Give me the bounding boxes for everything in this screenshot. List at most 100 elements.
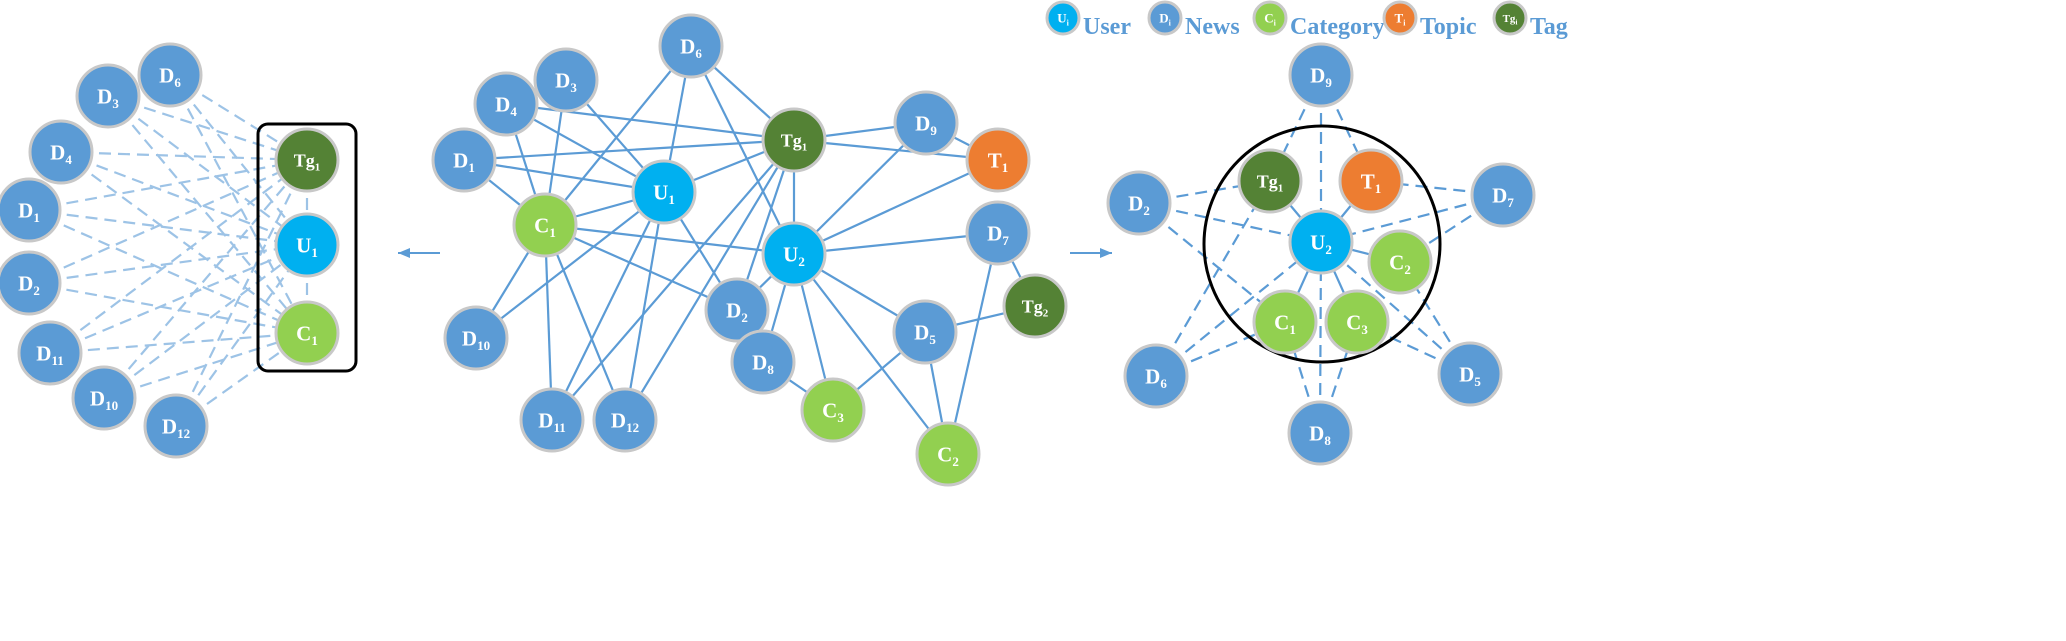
node-center-d3: D3 xyxy=(533,47,599,113)
node-center-c3: C3 xyxy=(800,377,866,443)
edge-c1-d12 xyxy=(543,224,627,421)
legend-swatch-tag: Tgi xyxy=(1492,0,1528,36)
nodes-layer: D6D3D4D1D2D11D10D12Tg1U1C1D6D3D4D1C1U1Tg… xyxy=(0,13,1536,487)
node-center-c3-label: C3 xyxy=(822,398,844,425)
node-center-d10: D10 xyxy=(443,305,509,371)
focus-circle xyxy=(1202,124,1442,364)
edge-d3-c1 xyxy=(107,95,308,334)
legend-label-user: User xyxy=(1083,14,1131,40)
frames-layer xyxy=(256,122,1442,373)
node-right-c3: C3 xyxy=(1324,289,1390,355)
node-left-d11: D11 xyxy=(17,320,83,386)
edge-d4-u1 xyxy=(60,150,308,247)
edge-u1-d11 xyxy=(551,191,665,421)
node-right-d6-label: D6 xyxy=(1145,364,1167,391)
node-right-d9: D9 xyxy=(1288,42,1354,108)
node-left-d11-label: D11 xyxy=(36,341,63,368)
edge-d1-tg1 xyxy=(28,158,308,212)
node-left-d10: D10 xyxy=(71,365,137,431)
node-center-d2-label: D2 xyxy=(726,298,748,325)
legend-swatch-topic: Ti xyxy=(1382,0,1418,36)
node-center-d4-label: D4 xyxy=(495,92,517,119)
edge-d2-c1 xyxy=(28,281,308,335)
node-right-d2-label: D2 xyxy=(1128,191,1150,218)
node-left-tg1-label: Tg1 xyxy=(294,150,321,173)
node-left-d2-label: D2 xyxy=(18,271,40,298)
node-center-d2: D2 xyxy=(704,277,770,343)
edge-d12-tg1 xyxy=(175,159,308,427)
node-center-d5-label: D5 xyxy=(914,320,936,347)
node-center-d6: D6 xyxy=(658,13,724,79)
edge-d7-u2 xyxy=(793,231,999,256)
node-center-d9-label: D9 xyxy=(915,111,937,138)
legend-label-tag: Tag xyxy=(1530,14,1568,40)
edge-d3-u1 xyxy=(107,95,308,246)
node-left-u1-label: U1 xyxy=(296,233,318,260)
node-left-d12-label: D12 xyxy=(162,414,190,441)
node-center-u2: U2 xyxy=(761,221,827,287)
node-center-u2-label: U2 xyxy=(783,242,805,269)
node-left-d4-label: D4 xyxy=(50,140,72,167)
node-center-u1-label: U1 xyxy=(653,180,675,207)
graph-center: D6D3D4D1C1U1Tg1D9T1U2D7Tg2D2D5D10D8C3D11… xyxy=(431,13,1068,487)
node-right-t1-label: T1 xyxy=(1361,169,1382,196)
legend-label-news: News xyxy=(1185,14,1240,40)
node-right-c2-label: C2 xyxy=(1389,250,1411,277)
node-center-tg1: Tg1 xyxy=(761,107,827,173)
node-right-d8-label: D8 xyxy=(1309,421,1331,448)
edge-c1-d11 xyxy=(543,224,554,421)
node-left-c1-label: C1 xyxy=(296,321,318,348)
node-center-d5: D5 xyxy=(892,299,958,365)
edge-d2-u1 xyxy=(28,243,308,285)
node-right-d9-label: D9 xyxy=(1310,63,1332,90)
legend-swatch-user: Ui xyxy=(1045,0,1081,36)
legend-label-category: Category xyxy=(1290,14,1385,40)
edge-d10-tg1 xyxy=(103,159,308,399)
edge-tg1-d11 xyxy=(551,139,795,421)
legend-label-topic: Topic xyxy=(1420,14,1477,40)
edge-d1-c1 xyxy=(28,208,308,335)
node-right-d2: D2 xyxy=(1106,170,1172,236)
edge-tg1-d12 xyxy=(624,139,795,421)
node-center-d3-label: D3 xyxy=(555,68,577,95)
node-center-d11: D11 xyxy=(519,387,585,453)
node-center-c2: C2 xyxy=(915,421,981,487)
node-center-tg2: Tg2 xyxy=(1002,273,1068,339)
node-left-tg1: Tg1 xyxy=(274,127,340,193)
node-right-tg1-label: Tg1 xyxy=(1257,171,1284,194)
edge-d6-c1 xyxy=(544,45,692,226)
node-right-tg1: Tg1 xyxy=(1237,148,1303,214)
node-center-d8-label: D8 xyxy=(752,350,774,377)
node-left-d12: D12 xyxy=(143,393,209,459)
node-center-d12: D12 xyxy=(592,387,658,453)
edge-c1-d2 xyxy=(544,223,738,312)
node-right-u2: U2 xyxy=(1288,209,1354,275)
node-right-d7-label: D7 xyxy=(1492,183,1514,210)
focus-frame xyxy=(256,122,358,373)
edge-d1-u1 xyxy=(463,158,665,194)
edge-d11-c1 xyxy=(49,331,308,355)
node-center-d9: D9 xyxy=(893,90,959,156)
node-center-u1: U1 xyxy=(631,159,697,225)
node-right-c1-label: C1 xyxy=(1274,310,1296,337)
edge-d4-tg1 xyxy=(505,102,795,142)
arrow-left xyxy=(398,248,440,258)
edge-d5-u2 xyxy=(1320,241,1471,375)
edge-d6-u2 xyxy=(1155,241,1322,377)
node-center-c2-label: C2 xyxy=(937,442,959,469)
node-right-d5: D5 xyxy=(1437,341,1503,407)
node-center-tg1-label: Tg1 xyxy=(781,130,808,153)
node-center-c1-label: C1 xyxy=(534,213,556,240)
edge-d2-tg1 xyxy=(28,158,308,285)
edge-t1-u2 xyxy=(793,159,999,255)
edge-d11-u1 xyxy=(49,243,308,355)
node-right-c2: C2 xyxy=(1367,229,1433,295)
node-left-d4: D4 xyxy=(28,119,94,185)
node-left-d6-label: D6 xyxy=(159,63,181,90)
node-left-d3-label: D3 xyxy=(97,84,119,111)
